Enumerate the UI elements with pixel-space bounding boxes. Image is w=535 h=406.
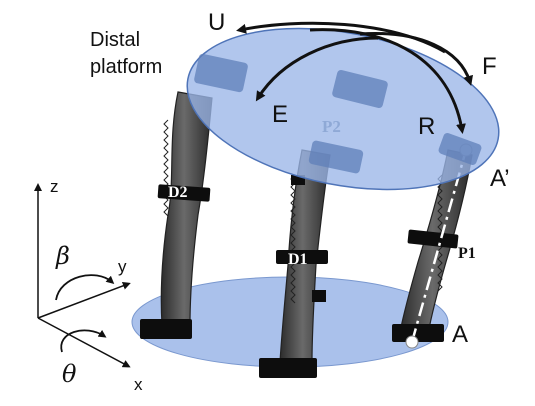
label-d1: D1 bbox=[288, 251, 308, 268]
axis-y bbox=[37, 282, 131, 319]
arrow-e bbox=[255, 36, 379, 102]
actuator-d2 bbox=[140, 91, 213, 339]
axis-x bbox=[37, 317, 131, 368]
label-p2: P2 bbox=[322, 117, 341, 136]
rotation-beta-arrow bbox=[55, 274, 115, 301]
base-foot-middle bbox=[259, 358, 317, 378]
band-p1 bbox=[407, 229, 459, 249]
base-foot-left bbox=[140, 319, 192, 339]
point-a bbox=[405, 335, 419, 349]
distal-cap-middle-low bbox=[308, 140, 364, 174]
label-f: F bbox=[482, 53, 497, 80]
label-a-prime: A’ bbox=[490, 165, 510, 192]
rotation-theta-arrow bbox=[60, 329, 107, 353]
label-e: E bbox=[272, 101, 288, 128]
label-a: A bbox=[452, 321, 468, 348]
label-u: U bbox=[208, 9, 225, 36]
label-axis-x: x bbox=[134, 375, 143, 394]
label-axis-y: y bbox=[118, 257, 127, 276]
arrow-r bbox=[309, 28, 466, 134]
label-beta: β bbox=[55, 242, 70, 270]
distal-cap-middle bbox=[332, 69, 388, 109]
label-d2: D2 bbox=[168, 184, 188, 201]
distal-cap-right bbox=[438, 132, 482, 166]
label-r: R bbox=[418, 113, 435, 140]
distal-label-line1: Distal bbox=[90, 29, 140, 51]
band-d1-top bbox=[291, 175, 305, 185]
label-theta: θ bbox=[62, 360, 77, 388]
label-axis-z: z bbox=[50, 177, 59, 196]
actuator-d1 bbox=[259, 149, 331, 378]
label-p1: P1 bbox=[458, 245, 476, 262]
distal-platform bbox=[186, 27, 500, 191]
base-foot-right bbox=[392, 324, 444, 342]
band-d1 bbox=[276, 250, 328, 264]
arrow-f bbox=[359, 31, 473, 86]
axis-line-a-aprime bbox=[410, 149, 468, 343]
actuator-p1 bbox=[392, 143, 473, 349]
distal-label-line2: platform bbox=[90, 56, 162, 78]
coordinate-frame bbox=[34, 183, 131, 368]
band-d2 bbox=[157, 184, 211, 202]
distal-cap-left bbox=[194, 53, 248, 93]
band-d1-low bbox=[312, 290, 326, 302]
